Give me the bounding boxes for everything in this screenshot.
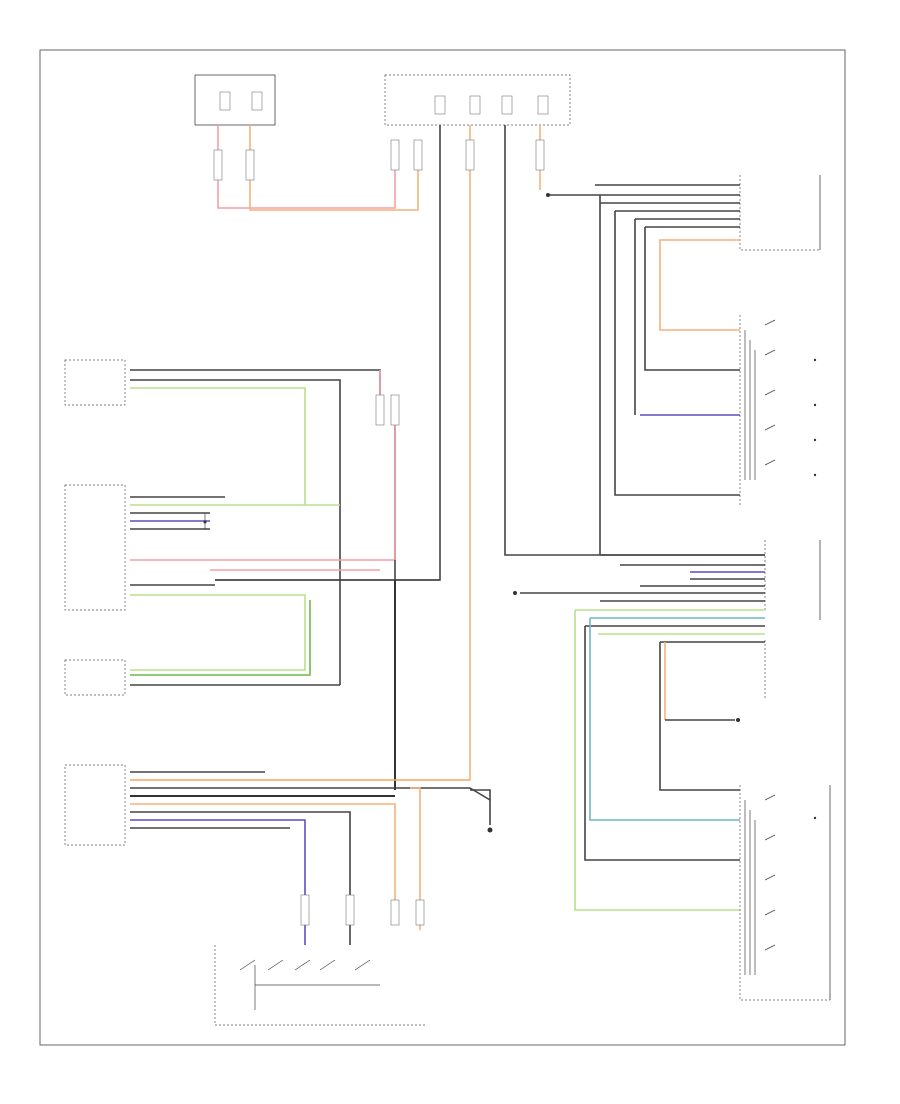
ground-g1: [546, 193, 595, 197]
passenger-door-module: [574, 610, 766, 911]
diagram-frame: [39, 49, 846, 1046]
middle-trunk-wires: [375, 394, 400, 790]
central-electronic-module: [384, 74, 571, 126]
passenger-door-switch: [739, 785, 831, 1001]
right-rear-door-module-left: [64, 484, 440, 686]
left-front-door-module: [64, 764, 491, 945]
ground-g4: [513, 591, 517, 595]
driver-door-module: [520, 540, 821, 643]
hot-at-all-times-fuse-box: [194, 74, 276, 126]
ground-g2: [203, 513, 207, 530]
ground-g3: [470, 789, 493, 833]
power-feed-wires: [130, 125, 765, 781]
right-rear-door-module: [595, 175, 821, 555]
left-front-door-switch: [214, 894, 425, 1026]
left-rear-door-window-switch: [64, 659, 126, 696]
right-rear-window-switch: [739, 315, 817, 505]
right-rear-door-window-switch: [64, 359, 381, 600]
